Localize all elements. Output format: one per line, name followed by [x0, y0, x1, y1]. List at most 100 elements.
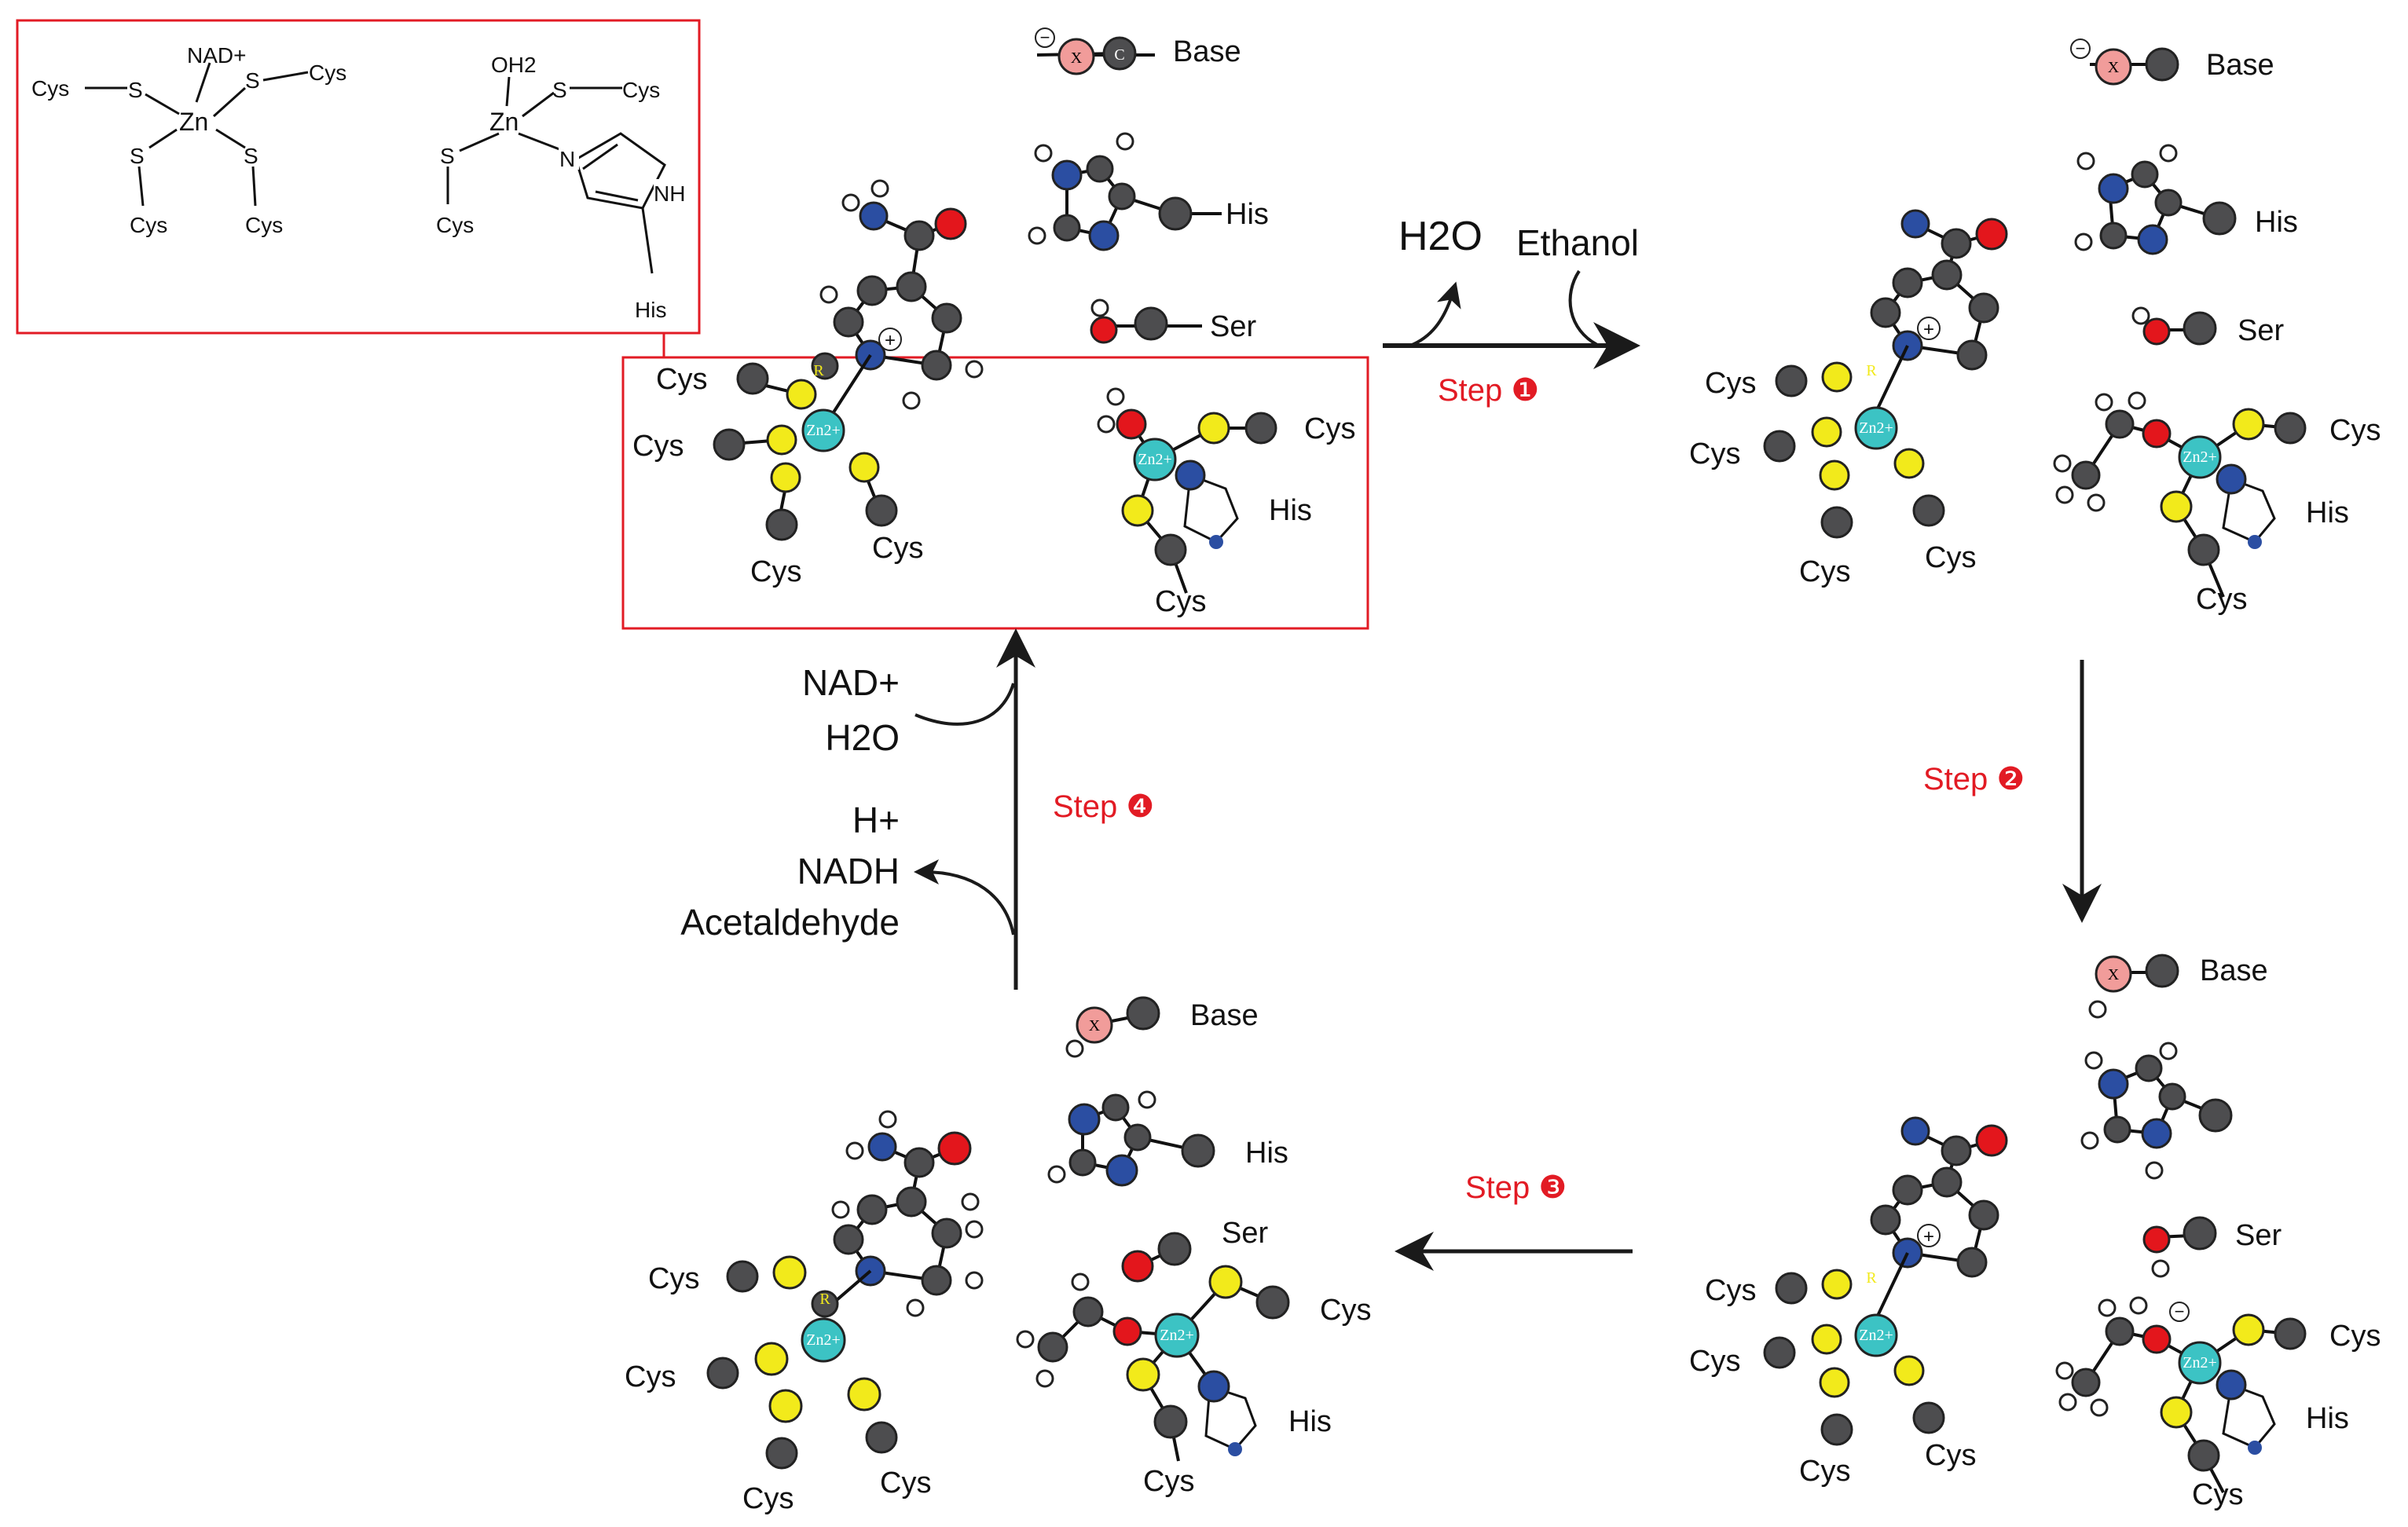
amide-n-atom — [859, 201, 889, 231]
inset-right-his: His — [635, 298, 666, 322]
step-2-label: Step ❷ — [1923, 762, 2025, 796]
step-3-arrow: Step ❸ — [1395, 1170, 1633, 1271]
svg-text:+: + — [1923, 319, 1934, 340]
step-4-in-water: H2O — [825, 717, 900, 758]
svg-text:His: His — [1269, 494, 1312, 527]
svg-text:Ser: Ser — [2235, 1219, 2282, 1252]
inset-left-cys-1: Cys — [31, 76, 69, 101]
catalytic-zn-water-site: Zn2+ Cys His Cys — [1097, 387, 1355, 618]
base-carbon-atom — [1102, 36, 1137, 71]
svg-text:X: X — [1071, 49, 1083, 67]
svg-text:Cys: Cys — [2192, 1478, 2243, 1511]
svg-text:Zn2+: Zn2+ — [806, 422, 841, 439]
his-residue: His — [1047, 1090, 1288, 1187]
his-residue: His — [2074, 144, 2298, 255]
panel-4-acetaldehyde-nadh-state: X Base His — [625, 996, 1371, 1515]
structural-zn-cys-cluster: Zn2+ R Cys Cys Cys Cys — [625, 1255, 931, 1515]
svg-text:His: His — [2255, 206, 2298, 239]
svg-text:Cys: Cys — [1705, 367, 1756, 400]
step-4-out-acetaldehyde: Acetaldehyde — [680, 902, 900, 943]
base-residue: X Base — [2088, 954, 2268, 1019]
svg-text:Cys: Cys — [648, 1262, 699, 1295]
nad-nicotinamide: + — [1870, 1116, 2008, 1278]
step-1-arrow: H2O Ethanol Step ❶ — [1383, 214, 1640, 408]
svg-text:X: X — [1089, 1017, 1101, 1034]
ser-residue: Ser — [2131, 306, 2284, 347]
water-oxygen-atom — [1116, 408, 1147, 440]
svg-text:Cys: Cys — [1705, 1274, 1756, 1307]
svg-text:Cys: Cys — [2196, 583, 2247, 616]
svg-text:C: C — [1114, 46, 1124, 64]
svg-text:Cys: Cys — [1155, 585, 1206, 618]
inset-zn-his-oh2-formula — [446, 76, 666, 274]
svg-text:Base: Base — [2206, 49, 2274, 82]
svg-text:Base: Base — [2200, 954, 2268, 987]
svg-text:Cys: Cys — [625, 1360, 676, 1393]
svg-text:−: − — [2076, 38, 2086, 58]
step-1-water: H2O — [1398, 214, 1483, 259]
ser-oxygen-atom — [1090, 316, 1118, 344]
his-n2-atom — [1088, 220, 1120, 251]
svg-text:Cys: Cys — [1689, 1345, 1740, 1378]
svg-text:His: His — [2306, 1402, 2349, 1435]
inset-left-cys-4: Cys — [245, 213, 283, 237]
svg-text:Cys: Cys — [750, 555, 801, 588]
svg-text:R: R — [1866, 362, 1877, 379]
svg-text:+: + — [1923, 1226, 1934, 1247]
inset-left-cys-2: Cys — [309, 60, 346, 85]
svg-text:His: His — [1245, 1137, 1288, 1170]
svg-text:+: + — [885, 330, 896, 351]
svg-text:His: His — [1288, 1405, 1332, 1438]
svg-text:Cys: Cys — [1143, 1465, 1194, 1498]
svg-text:Cys: Cys — [632, 430, 684, 463]
svg-text:Zn2+: Zn2+ — [2183, 449, 2217, 466]
base-x-atom — [1057, 38, 1095, 75]
step-1-ethanol: Ethanol — [1516, 222, 1639, 263]
inset-left-s-4: S — [244, 144, 258, 168]
inset-right-s-2: S — [440, 144, 455, 168]
svg-text:Zn2+: Zn2+ — [1160, 1327, 1194, 1344]
step-3-label: Step ❸ — [1465, 1170, 1567, 1205]
step-4-arrow: NAD+ H2O H+ NADH Acetaldehyde Step ❹ — [680, 628, 1154, 990]
inset-right-s-1: S — [552, 78, 567, 102]
structural-zn-cys-cluster: Zn2+ R Cys Cys Cys Cys — [1689, 1252, 1976, 1488]
svg-text:X: X — [2108, 59, 2120, 76]
step-4-out-nadh: NADH — [797, 851, 900, 892]
inset-right-n: N — [559, 147, 575, 171]
svg-text:−: − — [1040, 27, 1050, 47]
step-1-label: Step ❶ — [1438, 373, 1539, 408]
structural-zn-cys-cluster: Zn2+ R Cys Cys Cys Cys — [1689, 345, 1976, 588]
svg-text:Cys: Cys — [880, 1467, 931, 1500]
svg-text:Cys: Cys — [1320, 1294, 1371, 1327]
ser-label: Ser — [1210, 310, 1256, 343]
zinc-ion-atom — [1133, 438, 1177, 482]
negative-charge-icon — [1035, 27, 1055, 48]
base-label: Base — [1173, 35, 1241, 68]
svg-text:Cys: Cys — [2329, 414, 2381, 447]
inset-right-nh: NH — [654, 181, 685, 206]
nadh-dihydronicotinamide — [831, 1110, 984, 1317]
inset-right-zn: Zn — [489, 108, 519, 136]
svg-text:Cys: Cys — [1799, 555, 1850, 588]
zinc-ion-atom — [801, 408, 845, 452]
his-residue — [2080, 1042, 2233, 1180]
panel-2-ethanol-bound-state: − X Base His Ser — [1689, 38, 2381, 616]
ser-residue: Ser — [1090, 298, 1256, 344]
svg-text:R: R — [819, 1291, 830, 1308]
inset-left-s-2: S — [245, 68, 260, 93]
svg-text:Zn2+: Zn2+ — [1138, 451, 1172, 468]
inset-left-cys-3: Cys — [130, 213, 167, 237]
svg-text:Cys: Cys — [656, 363, 707, 396]
svg-text:Zn2+: Zn2+ — [1859, 419, 1893, 437]
amide-o-atom — [934, 207, 967, 240]
step-4-out-h: H+ — [852, 800, 900, 840]
inset-left-s-1: S — [128, 78, 143, 102]
svg-text:Cys: Cys — [1689, 438, 1740, 471]
svg-text:R: R — [1866, 1269, 1877, 1287]
step-4-label: Step ❹ — [1053, 789, 1154, 824]
inset-left-nad: NAD+ — [187, 43, 246, 68]
nad-nicotinamide: + — [1870, 209, 2008, 371]
nad-nicotinamide: + — [819, 179, 984, 410]
svg-text:His: His — [2306, 496, 2349, 529]
